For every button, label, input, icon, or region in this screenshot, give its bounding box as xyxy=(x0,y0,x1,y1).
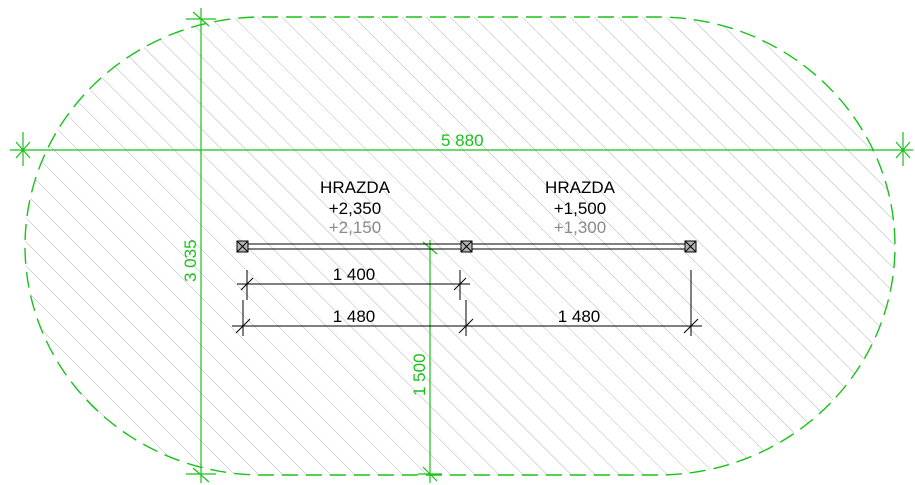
dimension-span-row xyxy=(232,270,702,336)
bar-2-name: HRAZDA xyxy=(545,178,616,197)
post-right-icon xyxy=(684,240,697,253)
bar-1-top-level: +2,350 xyxy=(329,199,381,218)
safety-zone-outline xyxy=(24,16,896,476)
overall-width-label: 5 880 xyxy=(441,131,484,150)
overall-height-label: 3 035 xyxy=(181,239,200,282)
post-left-icon xyxy=(236,240,249,253)
dimension-overall-height xyxy=(186,8,216,483)
bar-2-bottom-level: +1,300 xyxy=(554,218,606,237)
dimension-overall-width xyxy=(10,132,913,166)
span-right-label: 1 480 xyxy=(558,307,601,326)
bar-2-line xyxy=(471,243,686,250)
safety-zone-hatch xyxy=(25,17,895,475)
dimension-span-inner xyxy=(237,270,470,300)
post-middle-icon xyxy=(460,240,473,253)
bar-1-name: HRAZDA xyxy=(320,178,391,197)
inner-vertical-label: 1 500 xyxy=(410,353,429,396)
span-inner-label: 1 400 xyxy=(333,265,376,284)
bar-2-top-level: +1,500 xyxy=(554,199,606,218)
bar-1-bottom-level: +2,150 xyxy=(329,218,381,237)
bar-1-line xyxy=(247,243,462,250)
span-left-label: 1 480 xyxy=(333,307,376,326)
